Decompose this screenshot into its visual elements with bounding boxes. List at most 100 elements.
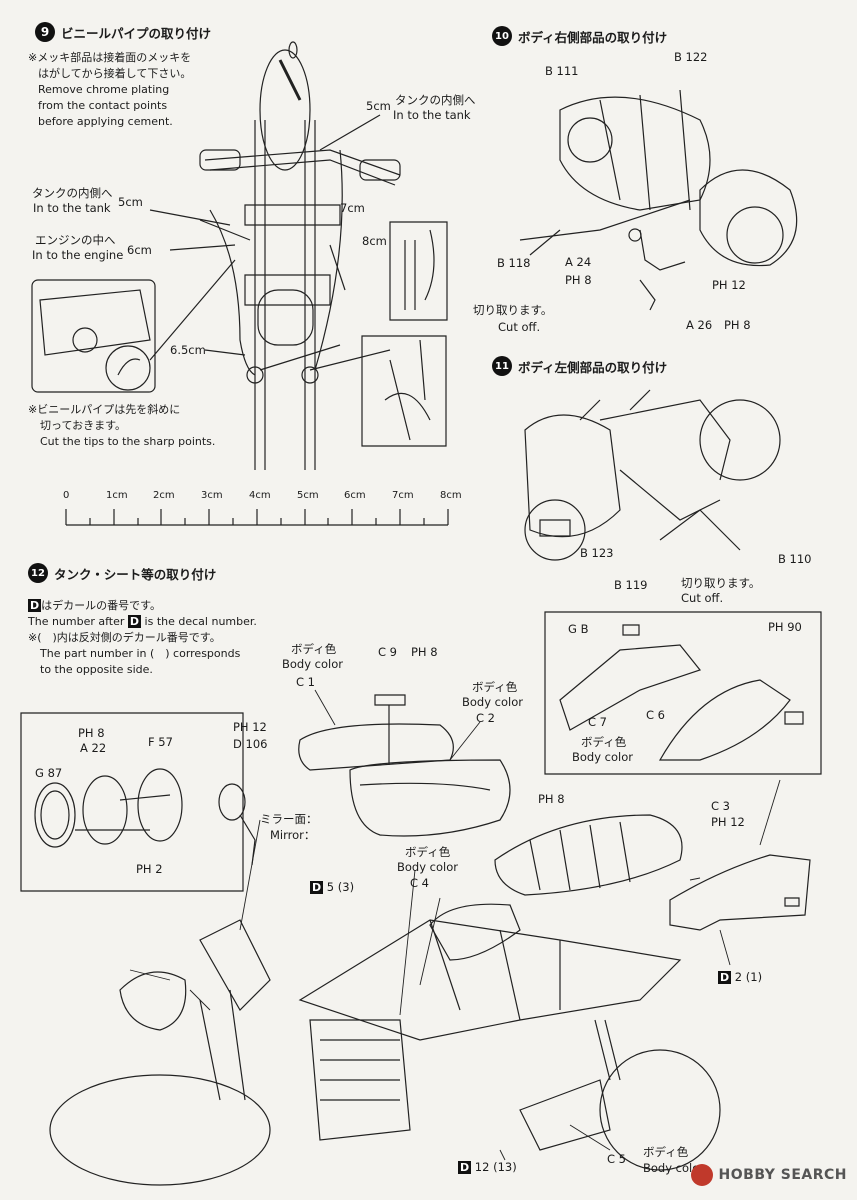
decal-note-en-b: is the decal number. [144,615,257,628]
decal-label-5-text: 5 (3) [326,880,355,894]
label-engine-jp: エンジンの中へ [35,233,116,247]
part-c1: C 1 [296,675,316,689]
part-ph8-tank: PH 8 [538,792,565,806]
tail-parts-drawing [560,625,803,760]
note-line: 切っておきます。 [40,419,127,432]
part-gb-left: G B [568,622,589,636]
ruler-label: 2cm [153,490,175,501]
mirror-drawing [219,784,255,865]
bike-frame-drawing [50,904,720,1185]
step12-title: 12 タンク・シート等の取り付け [28,563,216,583]
part-g87: G 87 [35,766,63,780]
ruler-label: 5cm [297,490,319,501]
ruler-label: 1cm [106,490,128,501]
body-color-jp-c5: ボディ色 [643,1145,689,1159]
tail-inset-frame [545,612,821,774]
body-color-jp-c7: ボディ色 [581,735,627,749]
part-c3: C 3 [711,799,731,813]
part-b123: B 123 [580,546,614,560]
ruler-label: 6cm [344,490,366,501]
part-a26: A 26 [686,318,713,332]
part-a22: A 22 [80,741,107,755]
rear-cowl-drawing [670,855,810,930]
note-line: Remove chrome plating [38,83,170,96]
part-f57: F 57 [148,735,173,749]
part-c4: C 4 [410,876,430,890]
part-b110: B 110 [778,552,812,566]
watermark-text: HOBBY SEARCH [718,1167,847,1183]
left-side-frame-drawing [525,390,780,560]
decal-d-square: D [28,599,42,612]
part-c5: C 5 [607,1152,627,1166]
label-tank-left-en: In to the tank [33,201,111,215]
step9-chrome-note: ※メッキ部品は接着面のメッキを はがしてから接着して下さい。 Remove ch… [28,50,191,130]
body-color-en-c5: Body color [643,1161,705,1175]
step9-title-text: ビニールパイプの取り付け [61,25,212,41]
seat-drawing [495,815,682,895]
paren-note-line: The part number in ( ) corresponds [40,647,241,660]
label-5cm-top: 5cm [366,99,391,113]
note-line: ※メッキ部品は接着面のメッキを [28,51,192,64]
body-color-jp-c2: ボディ色 [472,680,518,694]
decal-label-2-text: 2 (1) [734,970,763,984]
headlight-parts-drawing [35,769,182,847]
body-color-en-c7: Body color [572,750,634,764]
step10-number-badge: 10 [492,26,512,46]
label-tank-left-jp: タンクの内側へ [32,186,113,200]
part-ph12: PH 12 [712,278,746,292]
part-ph8-headlight: PH 8 [78,726,105,740]
paren-note-line: ※( )内は反対側のデカール番号です。 [28,631,221,644]
label-tank-top-en: In to the tank [393,108,471,122]
ruler-label: 3cm [201,490,223,501]
part-ph2: PH 2 [136,862,163,876]
tank-drawing [299,695,510,836]
body-color-jp-c1: ボディ色 [291,642,337,656]
part-ph90: PH 90 [768,620,802,634]
decal-d-square: D [718,971,732,984]
part-b119: B 119 [614,578,648,592]
ruler-label: 4cm [249,490,271,501]
part-ph8-b: PH 8 [724,318,751,332]
step11-title: 11 ボディ左側部品の取り付け [492,356,667,376]
note-line: before applying cement. [38,115,173,128]
cutoff-jp: 切り取ります。 [473,303,553,317]
part-a24: A 24 [565,255,592,269]
step12-title-text: タンク・シート等の取り付け [54,566,217,582]
decal-note-jp: はデカールの番号です。 [41,599,162,612]
leader-lines [130,690,780,1160]
cutoff-jp-11: 切り取ります。 [681,576,761,590]
hobby-search-logo-icon [690,1164,713,1186]
note-line: from the contact points [38,99,168,112]
part-b118: B 118 [497,256,531,270]
step10-title-text: ボディ右側部品の取り付け [518,29,668,45]
ruler-label: 8cm [440,490,462,501]
decal-note-en-line: The number after D is the decal number. [28,614,257,630]
engine-inset-drawing [32,260,235,392]
part-d106: D 106 [233,737,268,751]
step9-number-badge: 9 [35,22,55,42]
cutoff-en: Cut off. [498,320,541,334]
body-color-en-c2: Body color [462,695,524,709]
handlebar-fork-drawing [150,42,400,470]
label-5cm-left: 5cm [118,195,143,209]
step9-title: 9 ビニールパイプの取り付け [35,22,211,42]
decal-note-en-a: The number after [28,615,125,628]
mirror-label-en: Mirror： [270,828,316,842]
mirror-label-jp: ミラー面： [260,812,318,826]
step12-number-badge: 12 [28,563,48,583]
decal-label-12: D 12 (13) [458,1160,517,1175]
step11-number-badge: 11 [492,356,512,376]
label-7cm: 7cm [340,201,365,215]
part-b111: B 111 [545,64,579,78]
ruler-label: 7cm [392,490,414,501]
headlight-inset-frame [21,713,243,891]
ruler-drawing [66,509,448,525]
body-color-jp-c4: ボディ色 [405,845,451,859]
label-tank-top-jp: タンクの内側へ [395,93,476,107]
part-c9: C 9 [378,645,398,659]
note-line: Cut the tips to the sharp points. [40,435,216,448]
body-color-en-c1: Body color [282,657,344,671]
